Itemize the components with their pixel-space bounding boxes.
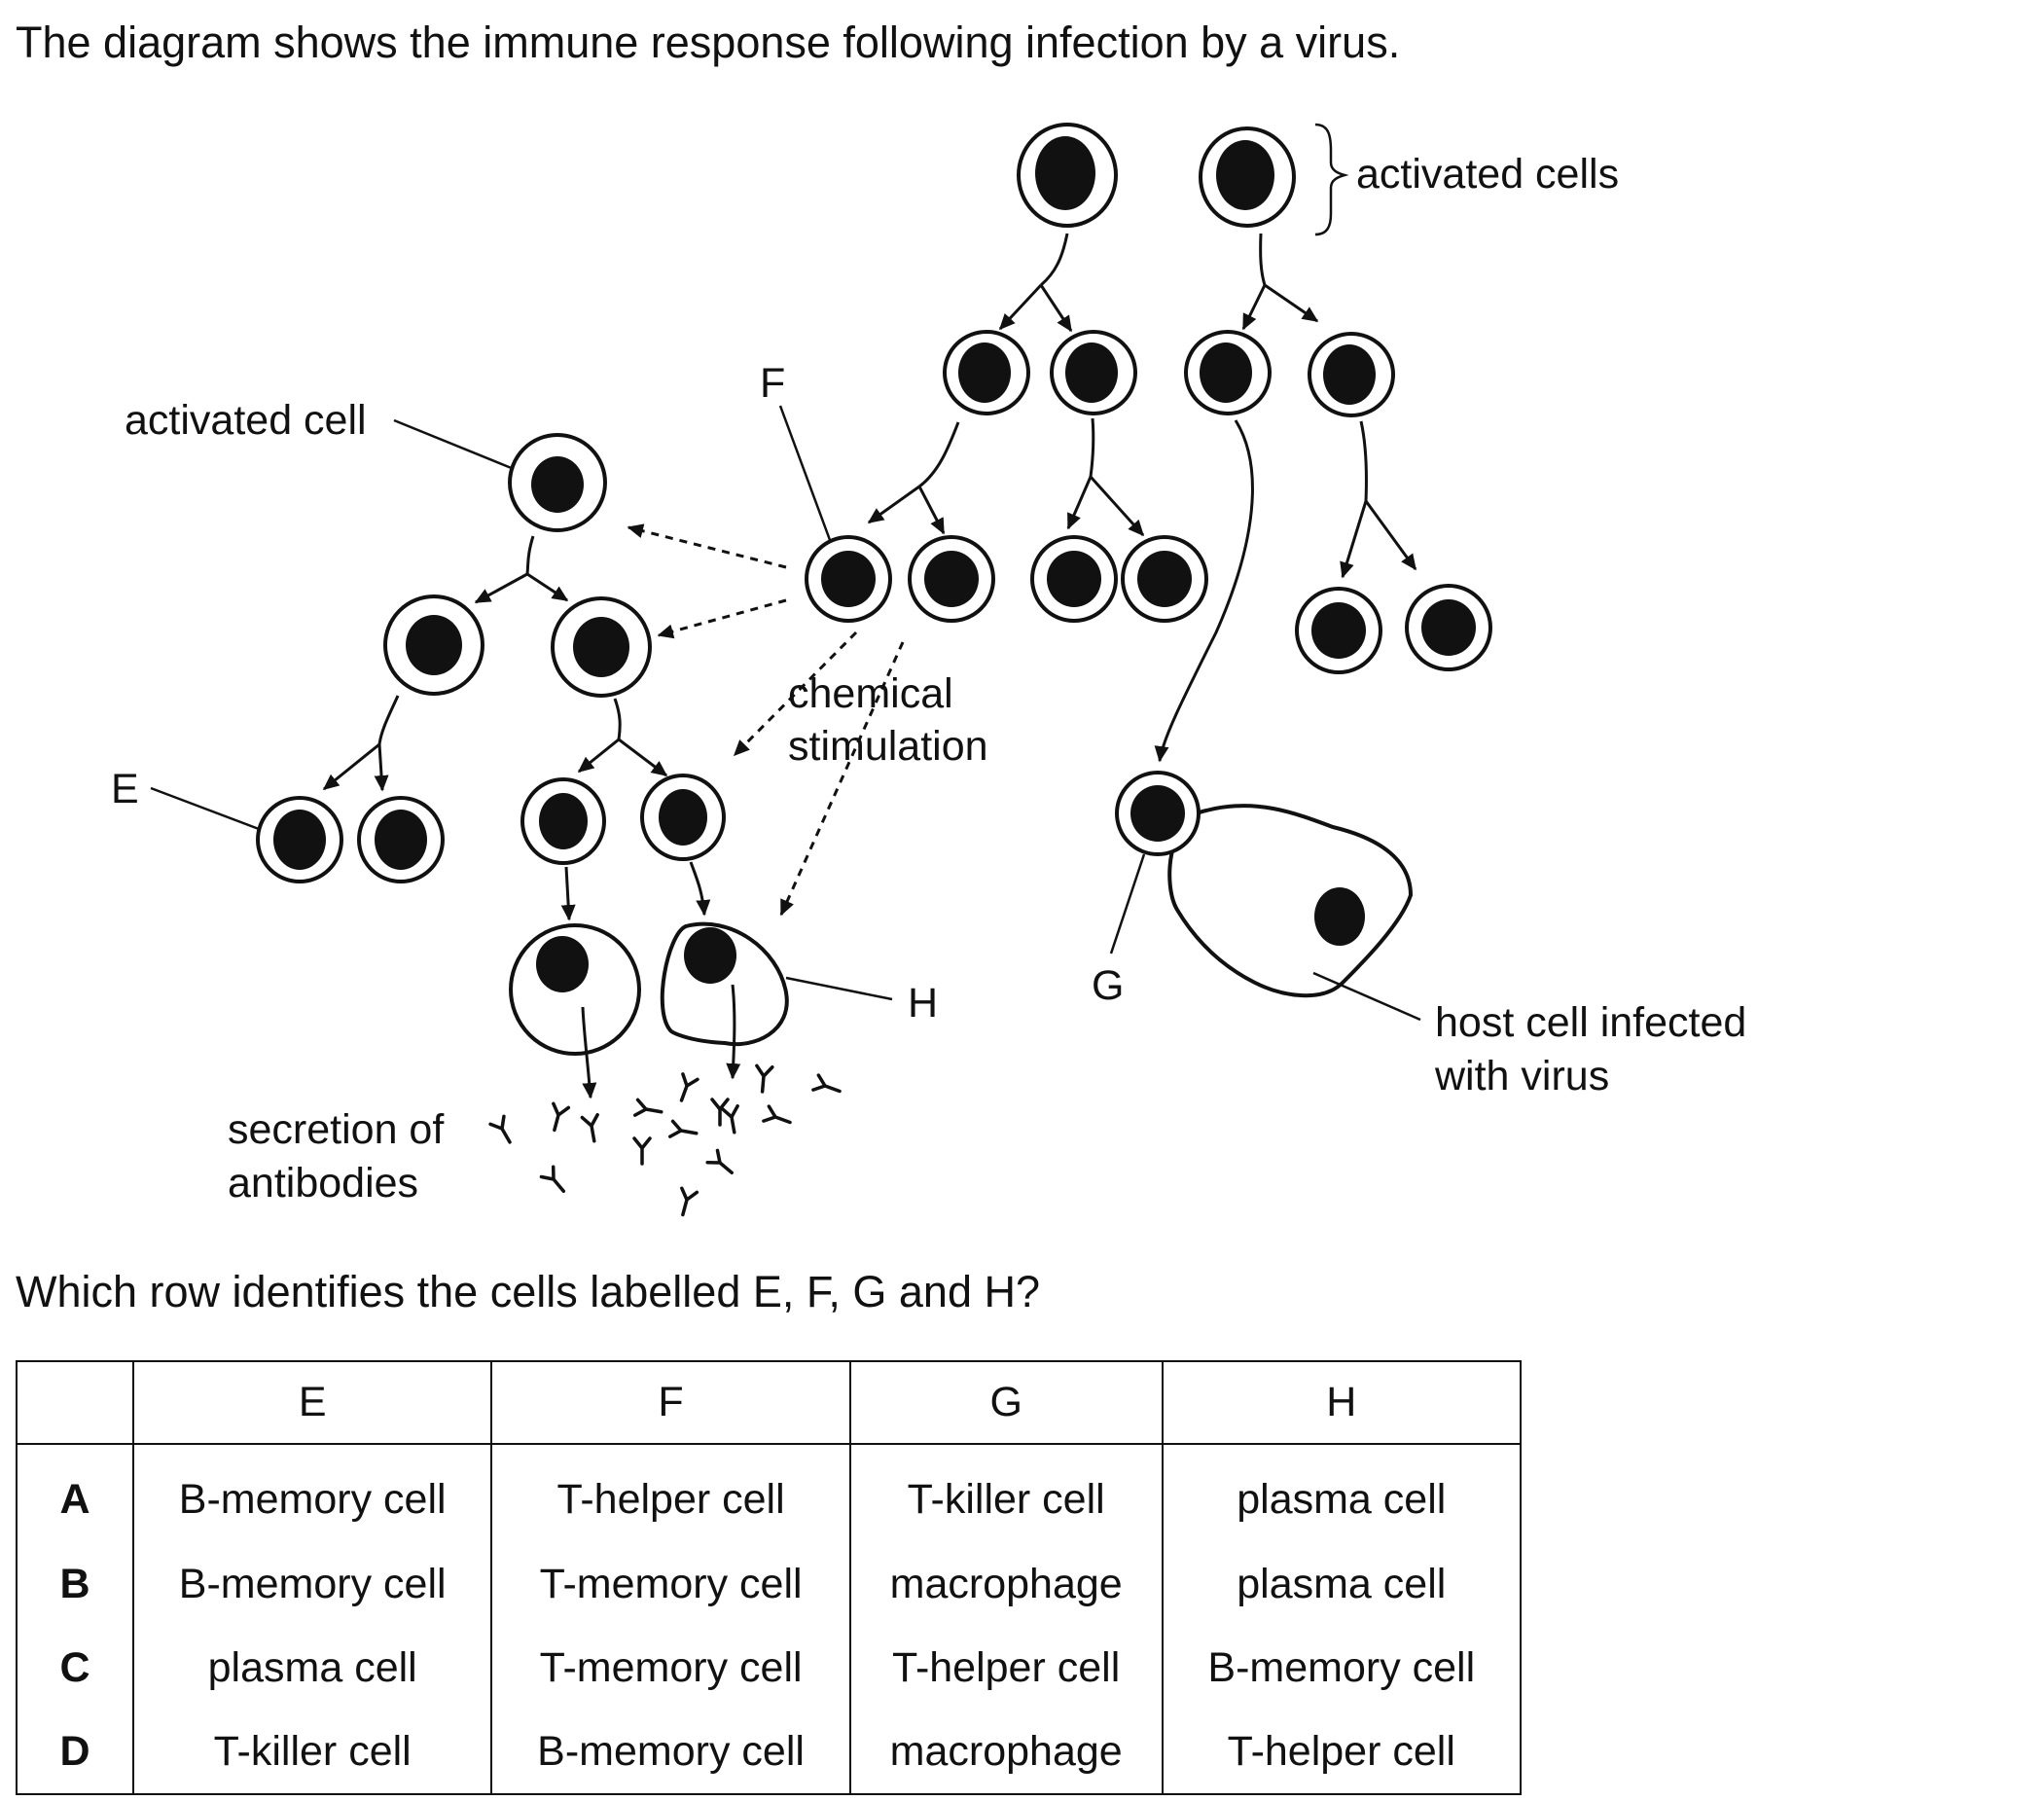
cell-f: T-helper cell [490, 1444, 851, 1542]
cell-g: macrophage [848, 1542, 1164, 1626]
answer-table: E F G H A B-memory cell T-helper cell T-… [16, 1360, 1523, 1795]
option-label: B [16, 1542, 134, 1626]
cell-e: T-killer cell [131, 1710, 493, 1795]
header-G: G [848, 1360, 1164, 1445]
cell-left-row2-1 [383, 594, 484, 696]
table-header-row: E F G H [16, 1360, 1523, 1445]
label-activated-cells: activated cells [1356, 151, 1619, 198]
header-E: E [131, 1360, 493, 1445]
cell-h: B-memory cell [1161, 1626, 1523, 1710]
immune-response-diagram: activated cells activated cell F E G H c… [111, 123, 1746, 1217]
cell-h: plasma cell [1161, 1542, 1523, 1626]
table-row-D[interactable]: D T-killer cell B-memory cell macrophage… [16, 1710, 1523, 1795]
cell-F [805, 535, 892, 623]
cell-row3-3 [1030, 535, 1118, 623]
cell-row3-2 [908, 535, 995, 623]
cell-row2-2 [1050, 330, 1137, 415]
cell-e: B-memory cell [131, 1444, 493, 1542]
option-label: C [16, 1626, 134, 1710]
cell-e: plasma cell [131, 1626, 493, 1710]
cell-E [256, 796, 343, 883]
cell-e: B-memory cell [131, 1542, 493, 1626]
cell-f: B-memory cell [490, 1710, 851, 1795]
cell-g: T-killer cell [848, 1444, 1164, 1542]
cell-left-row3-4 [640, 774, 726, 861]
table-row-A[interactable]: A B-memory cell T-helper cell T-killer c… [16, 1444, 1523, 1542]
option-label: A [16, 1444, 134, 1542]
label-secretion-of: secretion of [228, 1106, 445, 1153]
cell-left-row3-3 [520, 777, 606, 865]
cell-row2-3 [1184, 330, 1272, 415]
activated-cell-top-right [1199, 126, 1296, 228]
cell-f: T-memory cell [490, 1542, 851, 1626]
cell-row3-6 [1405, 584, 1492, 671]
cell-H [660, 921, 789, 1047]
cell-left-row3-2 [357, 796, 445, 883]
label-stimulation: stimulation [788, 723, 988, 770]
label-with-virus: with virus [1434, 1053, 1609, 1099]
cell-h: plasma cell [1161, 1444, 1523, 1542]
label-host-cell-infected: host cell infected [1435, 999, 1746, 1046]
large-cell-left [509, 923, 641, 1056]
label-activated-cell: activated cell [125, 397, 367, 444]
header-corner [16, 1360, 134, 1445]
cell-g: macrophage [848, 1710, 1164, 1795]
question-text: Which row identifies the cells labelled … [16, 1267, 1040, 1316]
cell-row3-5 [1295, 587, 1382, 674]
cell-left-row2-2 [551, 596, 652, 698]
cell-row2-1 [943, 330, 1030, 415]
header-F: F [490, 1360, 851, 1445]
header-H: H [1161, 1360, 1523, 1445]
antibodies [488, 1063, 842, 1217]
label-chemical: chemical [788, 670, 953, 717]
table-row-C[interactable]: C plasma cell T-memory cell T-helper cel… [16, 1626, 1523, 1710]
host-cell-infected [1167, 804, 1414, 998]
cell-G [1115, 771, 1201, 856]
option-label: D [16, 1710, 134, 1795]
label-H: H [908, 980, 938, 1027]
label-G: G [1092, 962, 1124, 1009]
label-antibodies: antibodies [228, 1160, 418, 1207]
cell-row3-4 [1121, 535, 1208, 623]
table-row-B[interactable]: B B-memory cell T-memory cell macrophage… [16, 1542, 1523, 1626]
label-F: F [760, 360, 785, 407]
label-E: E [111, 766, 139, 812]
activated-cell-top-left [1017, 123, 1118, 228]
cell-row2-4 [1308, 332, 1395, 417]
activated-cell-left [508, 433, 607, 532]
intro-text: The diagram shows the immune response fo… [16, 18, 1401, 67]
cell-h: T-helper cell [1161, 1710, 1523, 1795]
cell-f: T-memory cell [490, 1626, 851, 1710]
cell-g: T-helper cell [848, 1626, 1164, 1710]
